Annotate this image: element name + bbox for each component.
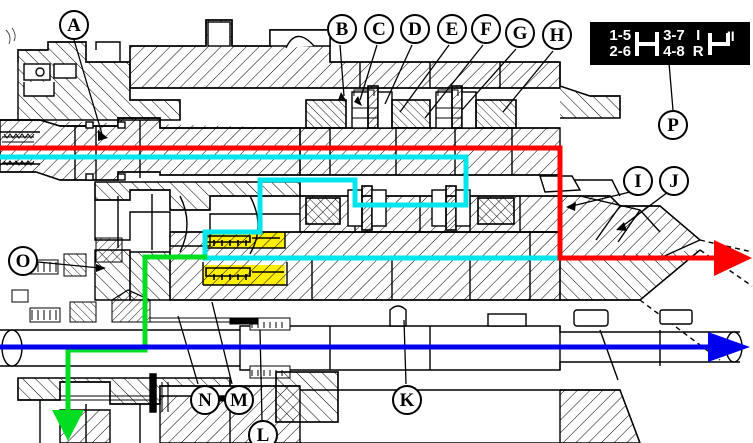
construction-marks	[5, 27, 16, 45]
transmission-case-top	[129, 19, 621, 119]
shift-gate-left: 1-5 2-6	[609, 28, 631, 59]
upper-housing-left	[17, 41, 181, 121]
callout-C[interactable]: C	[364, 14, 394, 44]
callout-F[interactable]: F	[471, 14, 501, 44]
bearing-details	[11, 237, 151, 323]
callout-J[interactable]: J	[659, 166, 689, 196]
shift-gate-left-top: 1-5	[609, 27, 632, 45]
callout-E[interactable]: E	[437, 14, 467, 44]
shift-gate-right: I R	[693, 28, 704, 59]
callout-G[interactable]: G	[505, 18, 535, 48]
callout-I[interactable]: I	[623, 166, 653, 196]
shift-gate-left-bottom: 2-6	[609, 42, 632, 60]
callout-L[interactable]: L	[248, 420, 278, 443]
callout-M[interactable]: M	[224, 385, 254, 415]
shift-range-two: II	[726, 27, 735, 44]
red-power-path	[0, 145, 752, 276]
blue-power-path	[0, 332, 750, 362]
callout-leader-lines	[37, 39, 674, 421]
shift-range-high: I	[696, 27, 701, 45]
shift-gate-mid: 3-7 4-8	[663, 28, 685, 59]
shift-range-reverse: R	[692, 42, 704, 60]
callout-A[interactable]: A	[59, 10, 89, 40]
callout-N[interactable]: N	[190, 385, 220, 415]
callout-K[interactable]: K	[392, 385, 422, 415]
green-power-path	[52, 254, 207, 441]
shift-gate-mid-top: 3-7	[663, 27, 685, 45]
callout-D[interactable]: D	[400, 14, 430, 44]
callout-B[interactable]: B	[327, 14, 357, 44]
mainshaft-body	[299, 85, 561, 176]
callout-H[interactable]: H	[542, 20, 572, 50]
callout-P[interactable]: P	[658, 110, 688, 140]
gear-shift-pattern[interactable]: 1-5 2-6 3-7 4-8 I R II	[590, 22, 750, 65]
range-gate-icon	[707, 32, 731, 55]
h-gate-icon	[634, 31, 660, 56]
callout-O[interactable]: O	[8, 246, 38, 276]
shift-gate-mid-bottom: 4-8	[663, 42, 685, 60]
yellow-gear-highlight-lower	[203, 265, 285, 285]
